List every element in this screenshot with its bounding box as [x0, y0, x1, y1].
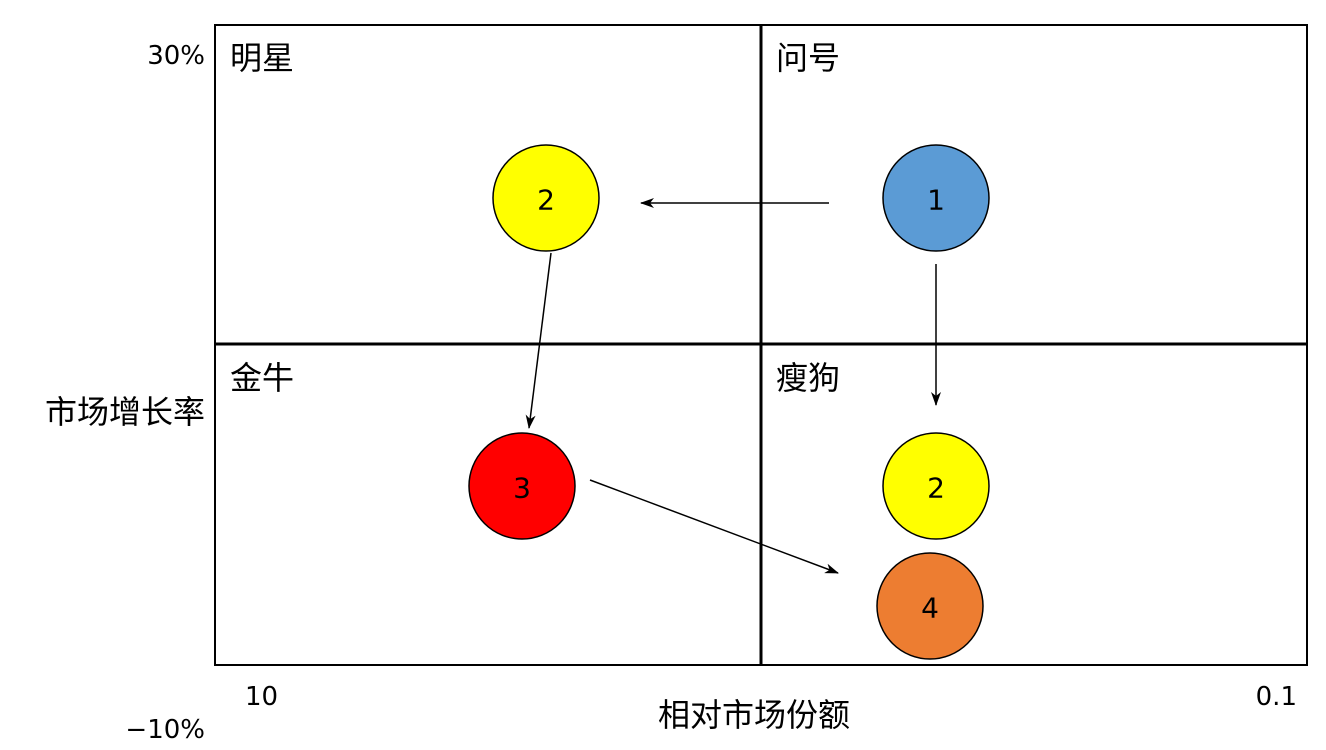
bubble-dog-4: 4 [876, 552, 984, 660]
quadrant-label-cow: 金牛 [230, 359, 294, 397]
y-axis-bottom-label: −10% [125, 715, 205, 745]
y-axis-title: 市场增长率 [45, 393, 205, 431]
bubble-star-2: 2 [492, 144, 600, 252]
bubble-circle [492, 144, 600, 252]
bubble-number: 2 [927, 472, 945, 505]
bubble-number: 1 [927, 184, 945, 217]
x-axis-right-label: 0.1 [1256, 682, 1297, 712]
quadrant-label-star: 明星 [230, 39, 294, 77]
arrow-cow-to-dog [589, 479, 839, 574]
bubble-dog-2: 2 [882, 432, 990, 540]
bubble-number: 4 [921, 592, 939, 625]
bubble-question-1: 1 [882, 144, 990, 252]
bubble-cow-3: 3 [468, 432, 576, 540]
x-axis-left-label: 10 [245, 682, 278, 712]
bubble-circle [468, 432, 576, 540]
x-axis-title: 相对市场份额 [658, 696, 850, 734]
bubble-circle [876, 552, 984, 660]
bubble-circle [882, 144, 990, 252]
bubble-number: 3 [513, 472, 531, 505]
bubble-circle [882, 432, 990, 540]
y-axis-top-label: 30% [147, 41, 205, 71]
arrow-star-to-cow [525, 252, 552, 429]
quadrant-label-dog: 瘦狗 [776, 359, 840, 397]
bubble-number: 2 [537, 184, 555, 217]
quadrant-label-question: 问号 [776, 39, 840, 77]
